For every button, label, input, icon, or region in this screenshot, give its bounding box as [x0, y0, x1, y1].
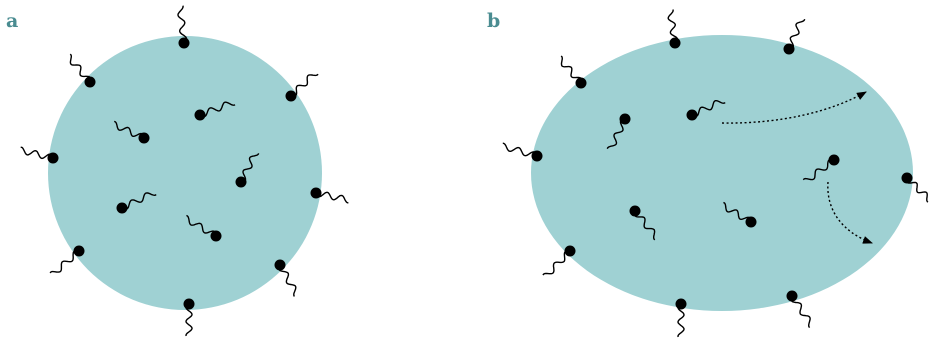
- molecule-head: [73, 245, 85, 257]
- molecule-head: [745, 216, 757, 228]
- molecule-head: [47, 152, 59, 164]
- molecules-panel-a: [20, 5, 349, 337]
- molecule: [901, 172, 929, 203]
- molecule: [786, 290, 811, 329]
- molecule-tail: [802, 158, 835, 181]
- molecule-head: [619, 113, 631, 125]
- molecule-tail: [606, 118, 626, 149]
- molecule-head: [310, 187, 322, 199]
- molecule-tail: [49, 250, 80, 274]
- molecule-head: [575, 77, 587, 89]
- molecule-tail: [185, 303, 193, 337]
- molecule: [114, 120, 150, 144]
- cell-body-round: [48, 36, 322, 310]
- molecule: [20, 146, 59, 164]
- panel-label-b: b: [487, 10, 500, 32]
- molecule-head: [786, 290, 798, 302]
- molecule: [69, 53, 96, 88]
- molecule-tail: [667, 9, 679, 44]
- molecule-tail: [177, 5, 188, 44]
- molecule-tail: [677, 303, 685, 338]
- molecule-head: [235, 176, 247, 188]
- molecule: [560, 55, 587, 89]
- panel-a: a: [6, 5, 349, 337]
- molecule: [285, 73, 319, 102]
- molecule-head: [783, 43, 795, 55]
- molecule-tail: [121, 192, 157, 210]
- molecule-head: [669, 37, 681, 49]
- molecule: [606, 113, 631, 149]
- molecule-head: [183, 298, 195, 310]
- molecule: [542, 245, 576, 276]
- molecule: [502, 142, 543, 162]
- molecule: [177, 5, 190, 49]
- molecule-head: [531, 150, 543, 162]
- molecule-tail: [906, 177, 929, 203]
- molecule-head: [84, 76, 96, 88]
- molecule-tail: [723, 201, 752, 223]
- molecule-head: [178, 37, 190, 49]
- molecule: [667, 9, 681, 49]
- molecule-head: [901, 172, 913, 184]
- molecule: [186, 214, 222, 242]
- molecule-head: [138, 132, 150, 144]
- panel-b: b: [487, 9, 929, 338]
- molecules-panel-b: [502, 9, 929, 338]
- molecule-head: [116, 202, 128, 214]
- molecule-tail: [114, 120, 145, 139]
- molecule-tail: [560, 55, 583, 84]
- molecule-tail: [542, 250, 571, 276]
- molecule-head: [629, 205, 641, 217]
- molecule: [802, 154, 840, 181]
- molecule: [675, 298, 687, 338]
- cell-body-stretched: [531, 35, 913, 311]
- molecule-head: [686, 109, 698, 121]
- molecule: [116, 192, 157, 214]
- molecule-tail: [502, 142, 538, 157]
- molecule-tail: [278, 264, 297, 297]
- molecule-tail: [290, 73, 319, 97]
- molecule: [194, 101, 236, 121]
- molecule: [629, 205, 656, 241]
- molecule-tail: [691, 100, 726, 118]
- molecule-tail: [315, 191, 349, 204]
- molecule: [310, 187, 349, 204]
- molecule-tail: [20, 146, 54, 160]
- molecule-head: [274, 259, 286, 271]
- molecule: [783, 19, 806, 55]
- molecule-head: [828, 154, 840, 166]
- molecule: [183, 298, 195, 337]
- motion-arrow-upper: [721, 91, 867, 124]
- molecule-head: [285, 90, 297, 102]
- molecule-head: [210, 230, 222, 242]
- molecule: [274, 259, 297, 297]
- molecule: [686, 100, 726, 121]
- panel-label-a: a: [6, 10, 18, 32]
- molecule-tail: [199, 101, 236, 118]
- molecule-tail: [69, 53, 92, 83]
- molecule-tail: [633, 210, 656, 241]
- molecule-tail: [790, 295, 811, 329]
- molecule: [49, 245, 85, 274]
- molecule-head: [194, 109, 206, 121]
- molecule: [235, 153, 260, 188]
- molecule-head: [675, 298, 687, 310]
- molecule-tail: [186, 214, 217, 237]
- molecule-head: [564, 245, 576, 257]
- molecule: [723, 201, 757, 228]
- molecule-tail: [240, 153, 260, 183]
- molecule-tail: [788, 19, 806, 50]
